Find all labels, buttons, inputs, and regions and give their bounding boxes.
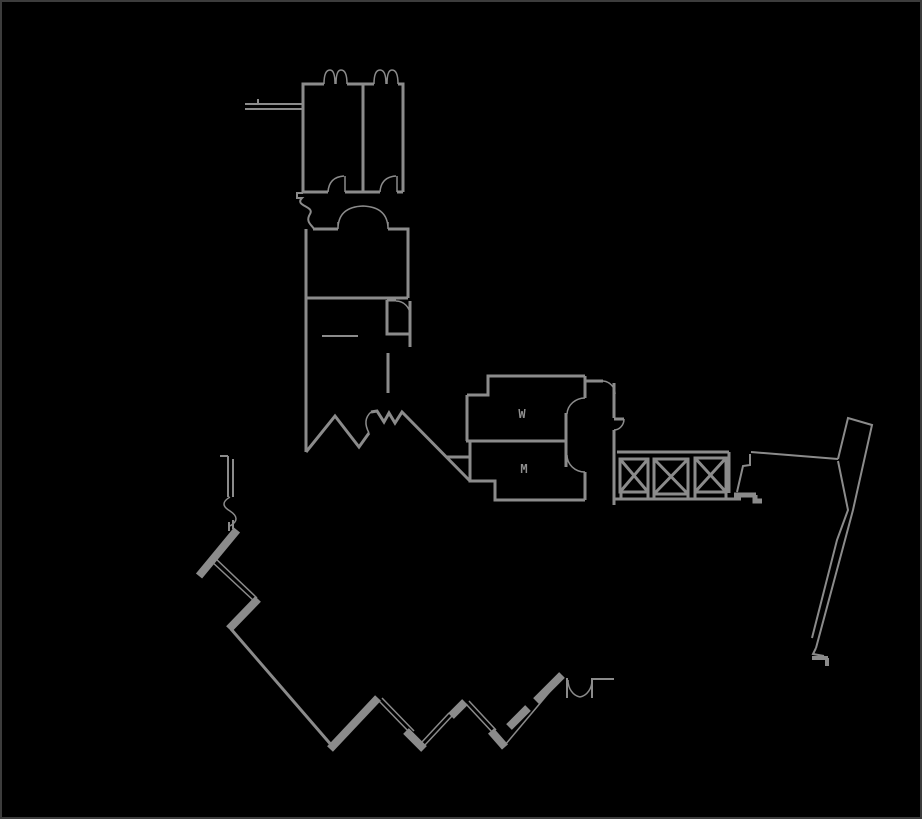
glazing-4 — [465, 700, 497, 734]
vestibule-walls — [585, 379, 624, 505]
connector-squiggle-wall — [296, 192, 315, 230]
zigzag-long-wall — [229, 628, 335, 748]
zigzag-bar-2 — [226, 596, 261, 632]
stage-door-wall — [220, 455, 234, 531]
vestibule-door-arc-right — [613, 418, 625, 431]
room-b-double-door — [337, 205, 389, 230]
zigzag-bar-1 — [195, 527, 241, 579]
right-wing-roof-wall — [750, 451, 839, 460]
right-wing-outer-wall — [815, 416, 874, 649]
zigzag-bar-5 — [448, 699, 468, 719]
elevator-2 — [652, 457, 690, 496]
room-b-walls — [304, 227, 410, 452]
stage-door-squiggle — [223, 496, 237, 527]
restroom-w-door-arc — [566, 397, 586, 415]
room-a-double-door-top-right — [373, 69, 399, 85]
corridor-zigzag-wall — [304, 413, 371, 453]
elevator-3 — [693, 456, 728, 494]
restroom-w-label: W — [518, 407, 526, 421]
room-a-double-door-top-left — [323, 69, 348, 85]
zigzag-dash-1 — [506, 705, 531, 730]
right-wing-inner-wall — [811, 460, 850, 639]
restrooms-walls — [465, 374, 587, 502]
closet-door-arc — [395, 300, 411, 316]
corridor-teeth-wall — [370, 409, 472, 483]
right-wing-foot-pad — [812, 656, 829, 666]
vestibule-door-arc-top — [602, 380, 616, 395]
glazing-5 — [504, 675, 564, 746]
plan-geometry — [195, 69, 874, 752]
glazing-2 — [378, 697, 415, 735]
zigzag-dash-2 — [533, 672, 565, 704]
right-wing-foot-wall — [811, 647, 825, 657]
exit-door-arcs — [567, 679, 593, 698]
zigzag-bar-6 — [487, 728, 509, 750]
restroom-m-label: M — [520, 462, 527, 476]
zigzag-bar-4 — [403, 728, 427, 752]
room-a-door-bottom-left — [327, 175, 346, 193]
entry-step-wall — [736, 454, 751, 493]
restroom-m-door-arc — [566, 454, 586, 473]
room-a-door-bottom-right — [379, 175, 398, 193]
glazing-1 — [209, 556, 258, 602]
zigzag-bar-3 — [327, 695, 381, 752]
corridor-door-arc — [365, 411, 372, 434]
elevator-bank-walls — [614, 450, 741, 501]
room-a-walls — [301, 82, 405, 194]
closet-walls — [385, 298, 412, 347]
entry-step-base — [734, 492, 762, 504]
elevator-1 — [618, 457, 650, 494]
glazing-3 — [420, 712, 453, 747]
